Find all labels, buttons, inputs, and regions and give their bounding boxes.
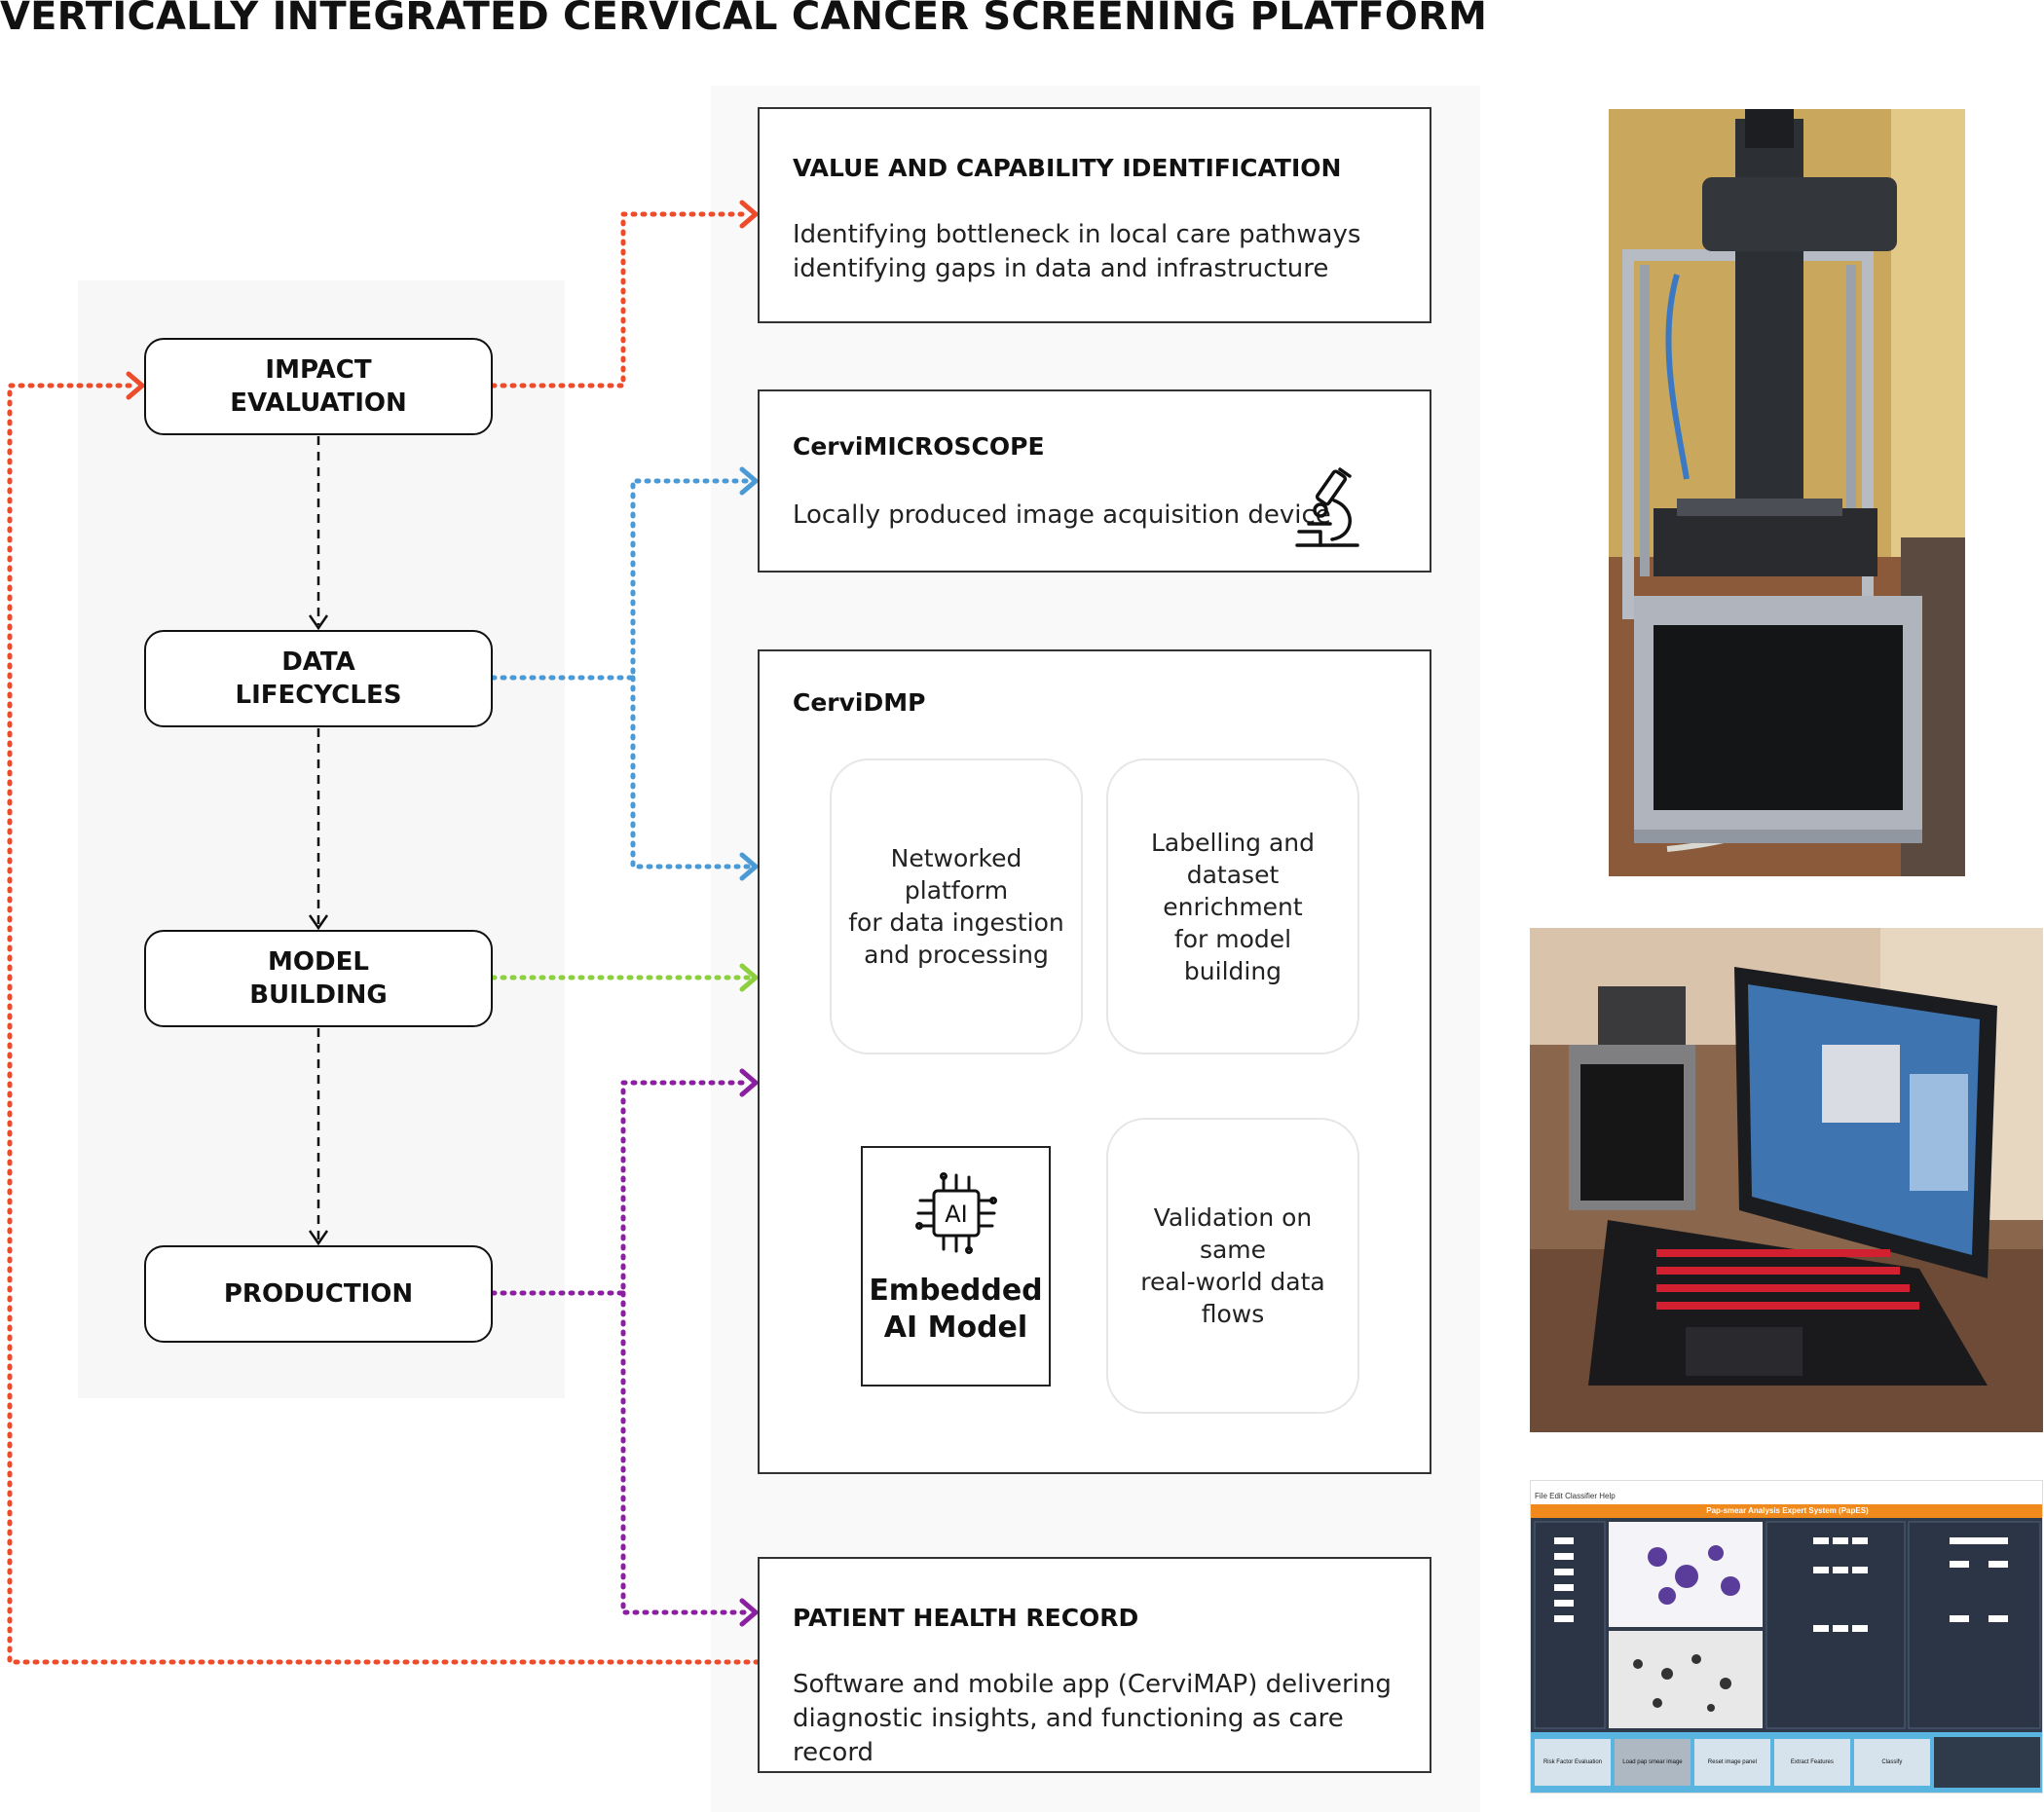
connector-impact-to-value xyxy=(490,211,753,388)
papes-bottom-bar: Risk Factor Evaluation Load pap smear im… xyxy=(1531,1732,2042,1793)
papes-btn-reset[interactable]: Reset image panel xyxy=(1693,1739,1770,1786)
ai-line2: AI Model xyxy=(883,1311,1028,1345)
connector-data-to-microscope xyxy=(490,478,753,681)
arrowhead-dmp-purple xyxy=(739,1068,760,1097)
card-value-title: VALUE AND CAPABILITY IDENTIFICATION xyxy=(793,154,1342,182)
stage-impact-line2: EVALUATION xyxy=(230,388,407,418)
connector-production-to-record xyxy=(620,1290,753,1615)
stage-data-line1: DATA xyxy=(281,647,355,677)
papes-panels xyxy=(1531,1518,2042,1732)
stage-production: PRODUCTION xyxy=(144,1245,493,1343)
dmp-sub4-line2: real-world data flows xyxy=(1140,1268,1325,1328)
arrowhead-impact-to-data xyxy=(308,614,329,631)
stage-data-lifecycles: DATA LIFECYCLES xyxy=(144,630,493,727)
papes-btn-load[interactable]: Load pap smear image xyxy=(1614,1739,1691,1786)
papes-btn-risk[interactable]: Risk Factor Evaluation xyxy=(1535,1739,1611,1786)
papes-final-evaluation xyxy=(1933,1737,2040,1788)
card-record-line2: diagnostic insights, and functioning as … xyxy=(793,1704,1344,1767)
papes-title: Pap-smear Analysis Expert System (PapES) xyxy=(1706,1506,1869,1515)
arrowhead-impact xyxy=(126,371,146,400)
stage-impact-line1: IMPACT xyxy=(265,355,372,385)
arrowhead-record xyxy=(739,1598,760,1627)
dmp-sub1-line1: Networked platform xyxy=(890,844,1022,905)
workflow-panel xyxy=(78,280,565,1398)
card-microscope-title: CerviMICROSCOPE xyxy=(793,432,1045,461)
dmp-sub2-line2: dataset enrichment xyxy=(1163,860,1303,921)
card-value-body: Identifying bottleneck in local care pat… xyxy=(793,218,1360,286)
dmp-sub4-line1: Validation on same xyxy=(1153,1203,1313,1264)
microscope-icon xyxy=(1295,467,1359,547)
dmp-validation: Validation on same real-world data flows xyxy=(1106,1118,1359,1414)
card-patient-health-record: PATIENT HEALTH RECORD Software and mobil… xyxy=(758,1557,1431,1773)
card-record-line1: Software and mobile app (CerviMAP) deliv… xyxy=(793,1670,1392,1699)
card-value-line1: Identifying bottleneck in local care pat… xyxy=(793,220,1361,249)
dmp-labelling: Labelling and dataset enrichment for mod… xyxy=(1106,758,1359,1054)
page-title: VERTICALLY INTEGRATED CERVICAL CANCER SC… xyxy=(0,0,1488,39)
card-value-capability: VALUE AND CAPABILITY IDENTIFICATION Iden… xyxy=(758,107,1431,323)
arrowhead-model-to-production xyxy=(308,1230,329,1246)
card-record-body: Software and mobile app (CerviMAP) deliv… xyxy=(793,1668,1430,1770)
arrowhead-data-to-model xyxy=(308,914,329,931)
papes-btn-classify[interactable]: Classify xyxy=(1853,1739,1930,1786)
dmp-sub2-line3: for model building xyxy=(1173,924,1292,985)
stage-model-line1: MODEL xyxy=(268,947,369,977)
ai-chip-text: AI xyxy=(945,1201,968,1228)
card-microscope-line1: Locally produced image acquisition devic… xyxy=(793,500,1331,530)
stage-data-line2: LIFECYCLES xyxy=(235,681,402,710)
arrowhead-dmp-blue xyxy=(739,852,760,881)
papes-menu-bar: File Edit Classifier Help xyxy=(1535,1492,1616,1500)
dmp-sub1-line3: and processing xyxy=(864,941,1049,969)
dmp-embedded-ai-model: AI Embedded AI Model xyxy=(861,1146,1051,1387)
connector-data-to-dmp xyxy=(630,675,753,869)
screenshot-papes-software: File Edit Classifier Help Pap-smear Anal… xyxy=(1530,1480,2043,1794)
connector-production-to-dmp xyxy=(490,1080,753,1296)
stage-model-line2: BUILDING xyxy=(249,980,388,1010)
stage-production-line1: PRODUCTION xyxy=(223,1279,414,1309)
papes-btn-extract[interactable]: Extract Features xyxy=(1773,1739,1850,1786)
papes-title-bar: Pap-smear Analysis Expert System (PapES) xyxy=(1531,1504,2042,1518)
arrowhead-value xyxy=(739,200,760,229)
arrowhead-microscope xyxy=(739,466,760,496)
card-value-line2: identifying gaps in data and infrastruct… xyxy=(793,254,1329,283)
dmp-sub1-line2: for data ingestion xyxy=(848,908,1064,937)
dmp-sub2-line1: Labelling and xyxy=(1150,828,1316,857)
photo-laptop-setup xyxy=(1530,928,2043,1432)
card-dmp-title: CerviDMP xyxy=(793,688,926,717)
ai-line1: Embedded xyxy=(869,1274,1043,1308)
arrowhead-dmp-green xyxy=(739,963,760,992)
dmp-networked-platform: Networked platform for data ingestion an… xyxy=(830,758,1083,1054)
card-record-title: PATIENT HEALTH RECORD xyxy=(793,1604,1139,1632)
connector-record-to-impact xyxy=(7,383,761,1665)
ai-chip-icon: AI xyxy=(914,1172,997,1254)
photo-cervimicroscope-device xyxy=(1609,109,1965,876)
card-cervimicroscope: CerviMICROSCOPE Locally produced image a… xyxy=(758,389,1431,573)
